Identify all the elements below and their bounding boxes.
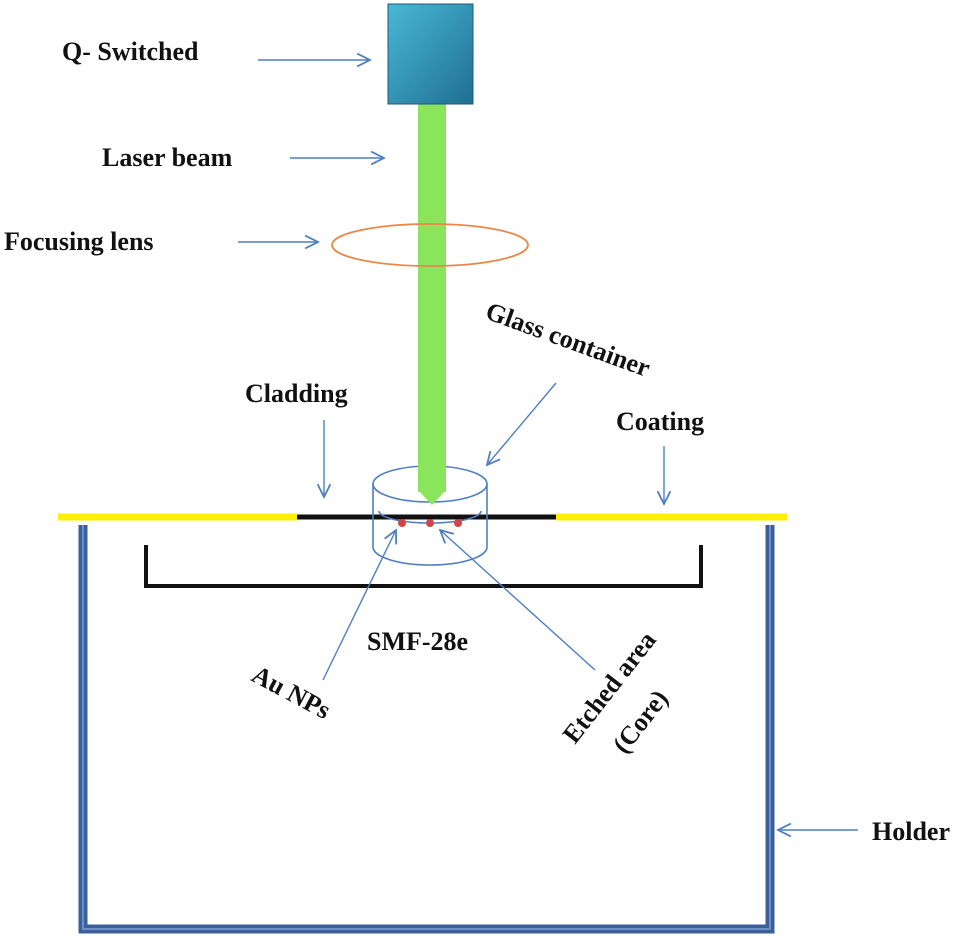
laser-head-block [387,3,474,105]
label-au-nps: Au NPs [247,660,335,725]
au-nanoparticle [398,519,406,527]
au-nanoparticles [398,519,462,527]
label-coating: Coating [616,407,704,436]
label-laser-beam: Laser beam [102,143,233,172]
laser-beam [418,104,446,492]
label-holder: Holder [872,817,950,846]
label-focusing-lens: Focusing lens [4,227,154,256]
arrow-etched-area [440,530,596,671]
label-smf: SMF-28e [367,627,468,656]
label-cladding: Cladding [245,379,348,408]
fiber-bracket [144,545,703,588]
au-nanoparticle [426,519,434,527]
focusing-lens [331,223,529,267]
label-q-switched: Q- Switched [62,37,199,66]
laser-beam-tip [418,490,446,505]
arrow-au-nps [322,530,396,681]
arrow-glass-container [487,382,557,465]
label-glass-container: Glass container [482,296,654,382]
au-nanoparticle [454,519,462,527]
